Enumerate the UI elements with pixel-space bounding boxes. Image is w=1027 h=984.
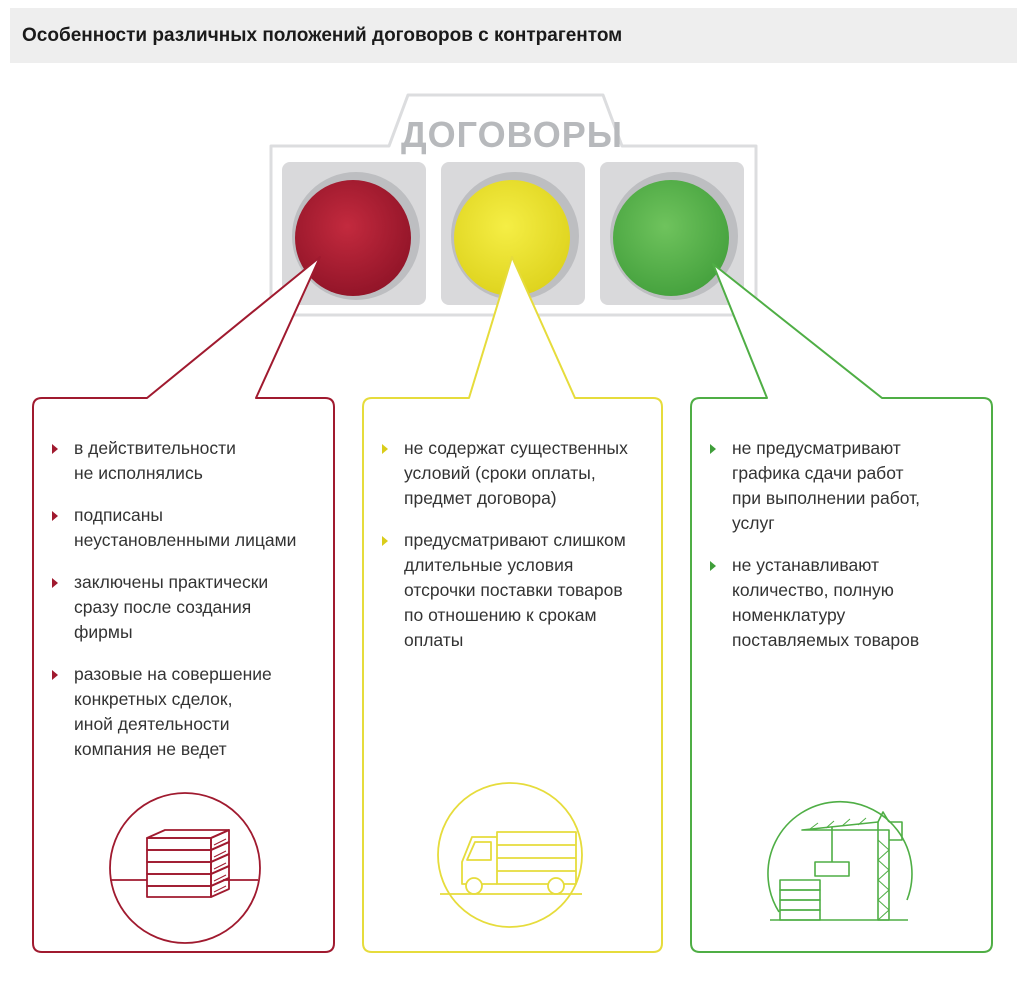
red-callout-panel bbox=[32, 256, 335, 953]
bullet-icon bbox=[382, 444, 388, 454]
stacked-boxes-icon bbox=[109, 792, 261, 944]
list-item: не предусматривают графика сдачи работ п… bbox=[691, 436, 991, 536]
traffic-light-label: ДОГОВОРЫ bbox=[401, 114, 623, 155]
list-item: не содержат существенных условий (сроки … bbox=[363, 436, 661, 511]
list-item: не устанавливают количество, полную номе… bbox=[691, 553, 991, 653]
bullet-icon bbox=[52, 670, 58, 680]
list-item: разовые на совершение конкретных сделок,… bbox=[33, 662, 333, 762]
list-item: в действительности не исполнялись bbox=[33, 436, 333, 486]
bullet-icon bbox=[710, 561, 716, 571]
truck-icon bbox=[437, 782, 583, 928]
bullet-icon bbox=[52, 578, 58, 588]
green-panel-list: не предусматривают графика сдачи работ п… bbox=[691, 436, 991, 670]
page-title: Особенности различных положений договоро… bbox=[22, 25, 623, 46]
yellow-callout-panel bbox=[362, 256, 663, 953]
bullet-icon bbox=[382, 536, 388, 546]
list-item: предусматривают слишком длительные услов… bbox=[363, 528, 661, 653]
list-item: заключены практически сразу после создан… bbox=[33, 570, 333, 645]
red-lamp bbox=[295, 180, 411, 296]
yellow-lamp bbox=[454, 180, 570, 296]
green-callout-panel bbox=[690, 263, 993, 953]
red-panel-list: в действительности не исполнялись подпис… bbox=[33, 436, 333, 779]
list-item: подписаны неустановленными лицами bbox=[33, 503, 333, 553]
yellow-panel-list: не содержат существенных условий (сроки … bbox=[363, 436, 661, 670]
traffic-light: ДОГОВОРЫ bbox=[269, 93, 758, 317]
crane-icon bbox=[767, 800, 913, 921]
bullet-icon bbox=[52, 511, 58, 521]
title-bar: Особенности различных положений договоро… bbox=[10, 8, 1017, 63]
bullet-icon bbox=[710, 444, 716, 454]
green-lamp bbox=[613, 180, 729, 296]
bullet-icon bbox=[52, 444, 58, 454]
